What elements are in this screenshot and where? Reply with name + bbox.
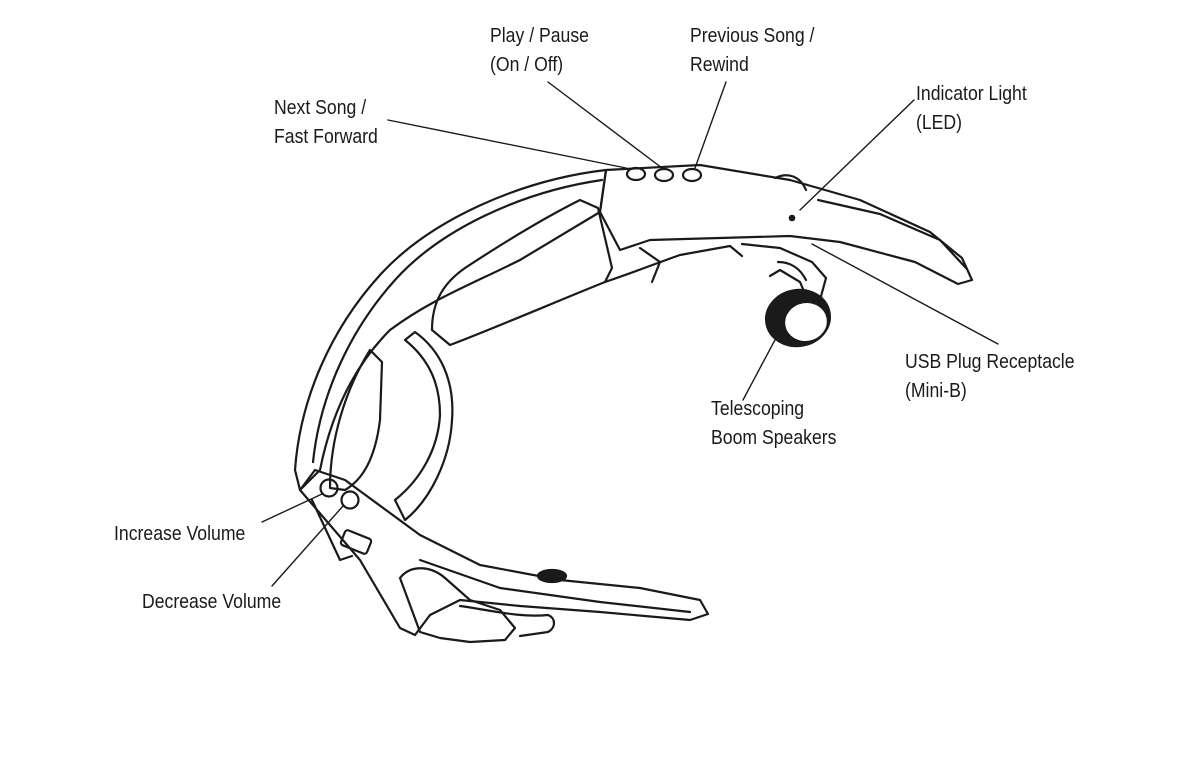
- callout-line: (On / Off): [490, 53, 564, 76]
- callout-line: Fast Forward: [274, 125, 378, 148]
- right-frame-lower: [603, 244, 744, 284]
- callout-line: Increase Volume: [114, 522, 246, 545]
- callout-boom-speakers: Telescoping Boom Speakers: [711, 394, 836, 452]
- left-earpiece-housing: [398, 567, 517, 644]
- boom-speaker-arm-inner: [776, 260, 808, 282]
- leader-lines: [261, 81, 999, 587]
- leader-play-pause: [547, 81, 663, 169]
- right-temple-inner-edge: [816, 198, 968, 270]
- leader-next-song: [387, 119, 627, 169]
- callout-line: Rewind: [690, 53, 749, 76]
- callout-decrease-volume: Decrease Volume: [142, 587, 281, 616]
- leader-increase-volume: [261, 493, 323, 523]
- left-temple-arm: [298, 468, 710, 637]
- callout-line: Decrease Volume: [142, 590, 282, 613]
- frame-inner-rim: [311, 178, 604, 464]
- callout-next-song: Next Song / Fast Forward: [274, 93, 378, 151]
- next-song-button: [625, 166, 647, 182]
- callout-line: (Mini-B): [905, 379, 967, 402]
- callout-previous-song: Previous Song / Rewind: [690, 21, 814, 79]
- callout-line: USB Plug Receptacle: [905, 350, 1075, 373]
- left-speaker-dark: [536, 568, 568, 584]
- callout-indicator-light: Indicator Light (LED): [916, 79, 1027, 137]
- callout-line: Next Song /: [274, 96, 367, 119]
- callout-increase-volume: Increase Volume: [114, 519, 245, 548]
- play-pause-button: [653, 167, 675, 183]
- callout-line: Previous Song /: [690, 24, 815, 47]
- side-switch: [339, 529, 373, 555]
- previous-song-button: [681, 167, 703, 183]
- right-lens: [430, 198, 614, 347]
- increase-volume-button: [319, 478, 339, 498]
- callout-line: Boom Speakers: [711, 426, 837, 449]
- boom-speaker-face: [782, 300, 830, 344]
- callout-line: Telescoping: [711, 397, 805, 420]
- decrease-volume-button: [340, 490, 360, 510]
- nose-bridge: [393, 330, 454, 522]
- leader-usb-plug: [811, 243, 999, 345]
- right-frame-lower-edge: [638, 246, 662, 284]
- callout-line: Play / Pause: [490, 24, 589, 47]
- left-lens: [328, 348, 384, 492]
- callout-line: Indicator Light: [916, 82, 1027, 105]
- left-earpiece-pad: [458, 604, 556, 638]
- leader-previous-song: [694, 81, 727, 169]
- leader-indicator-light: [799, 99, 915, 211]
- indicator-led: [788, 214, 796, 222]
- callout-play-pause: Play / Pause (On / Off): [490, 21, 589, 79]
- right-temple-arm: [598, 163, 974, 286]
- side-panel: [310, 498, 354, 562]
- frame-outer: [293, 168, 608, 492]
- right-arm-hinge-bump: [773, 174, 808, 192]
- leader-decrease-volume: [271, 505, 344, 587]
- callout-line: (LED): [916, 111, 963, 134]
- leader-boom-speakers: [742, 337, 777, 401]
- left-temple-inner-edge: [418, 558, 692, 614]
- callout-usb-plug: USB Plug Receptacle (Mini-B): [905, 347, 1075, 405]
